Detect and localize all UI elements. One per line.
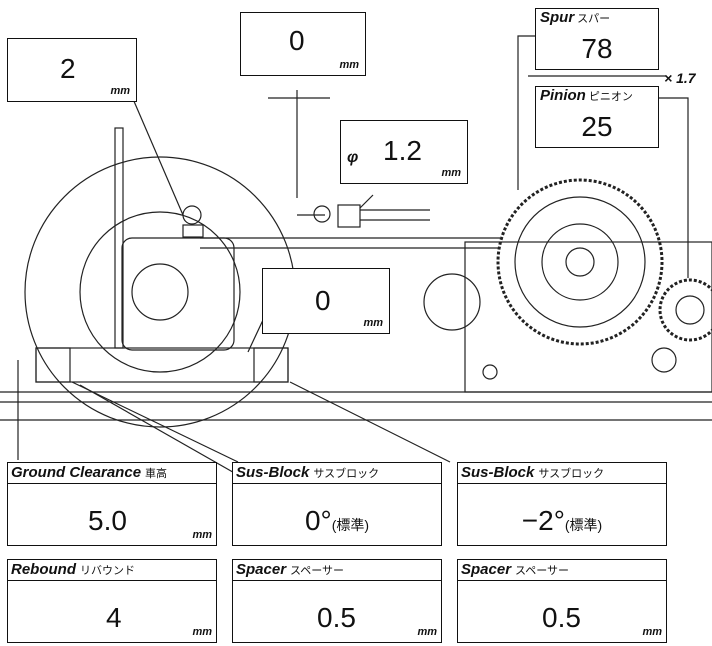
spur-gear-inner: [514, 196, 646, 328]
sus-block-front-label-jp: サスブロック: [313, 468, 380, 480]
pinion-label: Pinion: [540, 87, 586, 104]
leader-front-block-2: [79, 384, 239, 476]
ride-height-callout: 2 mm: [7, 38, 137, 102]
gap-unit: mm: [339, 59, 359, 71]
gear-ratio: × 1.7: [664, 70, 696, 86]
gap-callout: 0 mm: [240, 12, 366, 76]
block-unit: mm: [363, 317, 383, 329]
spur-hub: [541, 223, 619, 301]
sus-arm: [35, 347, 289, 383]
ground-clearance-label: Ground Clearance: [11, 464, 142, 481]
spur-label-jp: スパー: [577, 13, 611, 25]
motor-can: [423, 273, 481, 331]
ball-joint: [182, 205, 202, 225]
ground-clearance-unit: mm: [192, 529, 212, 541]
spacer-front-label-jp: スペーサー: [290, 565, 345, 577]
spacer-rear-label: Spacer: [461, 561, 512, 578]
pinion-label-jp: ピニオン: [588, 91, 633, 103]
rebound-value: 4: [106, 602, 122, 633]
pin-value: 1.2: [383, 135, 422, 166]
leader-front-block: [71, 381, 239, 463]
pinion-gear: [658, 278, 712, 342]
block-callout: 0 mm: [262, 268, 390, 334]
pinion-value: 25: [581, 111, 613, 142]
rebound-label: Rebound: [11, 561, 76, 578]
rebound-panel: Rebound リバウンド 4 mm: [7, 559, 217, 643]
ground-clearance-label-jp: 車高: [145, 468, 168, 480]
wheel-rim: [79, 211, 241, 373]
spacer-rear-unit: mm: [642, 626, 662, 638]
sus-block-front-note: (標準): [331, 517, 370, 533]
spacer-front-unit: mm: [417, 626, 437, 638]
rear-sus-block: [253, 347, 289, 383]
gap-value: 0: [289, 25, 305, 56]
rebound-unit: mm: [192, 626, 212, 638]
ground-clearance-value: 5.0: [88, 505, 127, 536]
sus-block-front-value: 0°: [304, 505, 332, 536]
mount-hole: [482, 364, 498, 380]
spacer-rear-label-jp: スペーサー: [515, 565, 570, 577]
sus-block-front-label: Sus-Block: [236, 464, 310, 481]
upright: [121, 237, 235, 351]
spacer-front-value: 0.5: [317, 602, 356, 633]
pin-callout: φ 1.2 mm: [340, 120, 468, 184]
sus-block-rear-note: (標準): [564, 517, 603, 533]
front-sus-block: [35, 347, 71, 383]
sus-block-rear-value: −2°: [521, 505, 565, 536]
pin-ball: [313, 205, 331, 223]
pinion-hub: [675, 295, 705, 325]
rebound-label-jp: リバウンド: [80, 565, 135, 577]
spur-gear: [496, 178, 664, 346]
leader-rear-block: [289, 381, 451, 463]
pin-prefix: φ: [347, 149, 359, 166]
spacer-rear-value: 0.5: [542, 602, 581, 633]
sus-block-rear-label: Sus-Block: [461, 464, 535, 481]
ride-height-value: 2: [60, 53, 76, 84]
wheel-outline: [24, 156, 296, 428]
ride-height-unit: mm: [110, 85, 130, 97]
pin-collar: [337, 204, 361, 228]
leader-block: [247, 319, 264, 353]
leader-ride: [129, 91, 184, 216]
spacer-front-label: Spacer: [236, 561, 287, 578]
leader-pinion: [659, 97, 689, 278]
ball-joint-base: [182, 224, 204, 238]
leader-pin: [359, 194, 374, 209]
spur-value: 78: [581, 33, 613, 64]
screw-icon-2: [651, 347, 677, 373]
sus-block-rear-label-jp: サスブロック: [538, 468, 605, 480]
screw-icon: [565, 247, 595, 277]
pin-unit: mm: [441, 167, 461, 179]
gear-plate: [464, 241, 712, 393]
wheel-hub: [131, 263, 189, 321]
leader-spur: [517, 35, 535, 190]
spur-label: Spur: [540, 9, 575, 26]
block-value: 0: [315, 285, 331, 316]
